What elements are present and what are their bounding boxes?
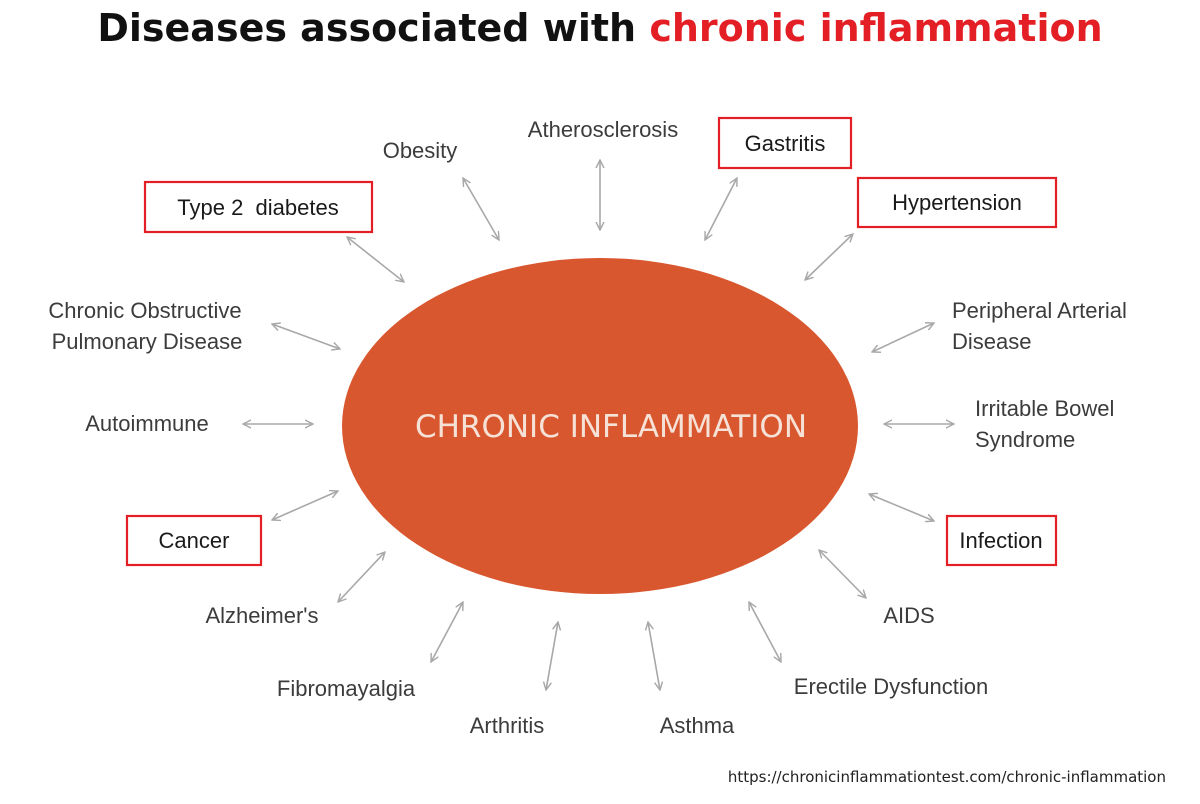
box-gastritis <box>717 116 853 170</box>
label-arthritis: Arthritis <box>470 713 545 738</box>
label-ibs-line2: Syndrome <box>975 427 1075 452</box>
arrow-gastritis <box>705 178 737 240</box>
arrow-arthritis <box>546 622 558 690</box>
label-infection: Infection <box>959 528 1042 553</box>
arrow-type2-diabetes <box>347 237 404 282</box>
box-type2-diabetes <box>143 180 374 234</box>
arrow-pad <box>872 323 934 352</box>
box-infection <box>945 514 1058 567</box>
box-cancer <box>125 514 263 567</box>
arrow-erectile-dysfunction <box>749 602 781 662</box>
arrow-asthma <box>648 622 660 690</box>
arrow-infection <box>869 494 934 521</box>
label-erectile-dysfunction: Erectile Dysfunction <box>794 674 988 699</box>
source-url: https://chronicinflammationtest.com/chro… <box>727 768 1166 786</box>
arrow-aids <box>819 550 866 598</box>
label-ibs-line1: Irritable Bowel <box>975 396 1114 421</box>
label-asthma: Asthma <box>660 713 735 738</box>
arrow-obesity <box>463 178 499 240</box>
arrow-copd <box>272 324 340 349</box>
center-label: CHRONIC INFLAMMATION <box>415 409 807 445</box>
center-ellipse <box>342 258 858 594</box>
label-copd-line2: Pulmonary Disease <box>52 329 243 354</box>
label-pad-line1: Peripheral Arterial <box>952 298 1127 323</box>
label-atherosclerosis: Atherosclerosis <box>528 117 678 142</box>
label-autoimmune: Autoimmune <box>85 411 209 436</box>
arrow-alzheimers <box>338 552 385 602</box>
label-fibromyalgia: Fibromayalgia <box>277 676 416 701</box>
label-obesity: Obesity <box>383 138 458 163</box>
label-type2-diabetes: Type 2 diabetes <box>177 195 338 220</box>
box-hypertension <box>856 176 1058 229</box>
title-highlight: chronic inflammation <box>649 6 1103 50</box>
arrow-cancer <box>272 491 338 520</box>
label-aids: AIDS <box>883 603 934 628</box>
label-pad-line2: Disease <box>952 329 1031 354</box>
arrow-hypertension <box>805 234 853 280</box>
label-copd-line1: Chronic Obstructive <box>48 298 241 323</box>
title-prefix: Diseases associated with <box>97 6 650 50</box>
label-hypertension: Hypertension <box>892 190 1022 215</box>
label-alzheimers: Alzheimer's <box>205 603 318 628</box>
label-cancer: Cancer <box>159 528 230 553</box>
label-gastritis: Gastritis <box>745 131 826 156</box>
arrow-fibromyalgia <box>431 602 463 662</box>
diagram-title: Diseases associated with chronic inflamm… <box>0 6 1200 50</box>
